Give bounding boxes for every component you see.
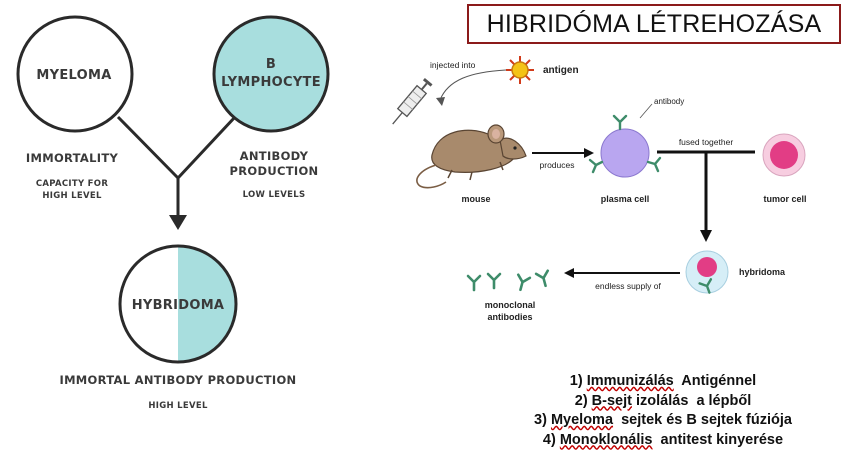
- antigen-label: antigen: [543, 65, 579, 76]
- myeloma-circle: [16, 15, 134, 133]
- monoclonal-label-2: antibodies: [487, 312, 532, 322]
- myeloma-label: MYELOMA: [36, 68, 111, 83]
- antibody-production-label-1: ANTIBODY: [240, 149, 309, 163]
- myeloma-connector: [116, 115, 180, 180]
- plasma-cell-antibodies: [588, 114, 662, 174]
- left-diagram: MYELOMA B LYMPHOCYTE IMMORTALITY CAPACIT…: [16, 15, 330, 411]
- antibody-pointer: [639, 103, 653, 119]
- injected-arrowhead: [436, 97, 445, 106]
- hybridoma-teal-half: [178, 246, 236, 362]
- injected-into-label: injected into: [430, 60, 476, 70]
- low-levels-label: LOW LEVELS: [243, 190, 306, 200]
- tumor-cell-label: tumor cell: [763, 194, 806, 204]
- produces-label: produces: [540, 160, 575, 170]
- monoclonal-label-1: monoclonal: [485, 300, 536, 310]
- steps-list: 1) Immunizálás Antigénnel 2) B-sejt izol…: [470, 372, 856, 450]
- endless-supply-arrowhead: [564, 268, 574, 278]
- high-level-label: HIGH LEVEL: [148, 401, 208, 411]
- hybridoma-cell-label: hybridoma: [739, 267, 786, 277]
- capacity-label-2: HIGH LEVEL: [42, 191, 102, 201]
- antibody-y-icon: [486, 272, 502, 290]
- title-box: HIBRIDÓMA LÉTREHOZÁSA: [467, 4, 841, 44]
- produces-arrowhead: [584, 148, 594, 158]
- step-4: 4) Monoklonális antitest kinyerése: [542, 431, 784, 448]
- endless-supply-label: endless supply of: [595, 281, 661, 291]
- antibody-y-icon: [534, 269, 550, 288]
- step-1: 1) Immunizálás Antigénnel: [569, 373, 757, 389]
- syringe-icon: [392, 77, 433, 125]
- hybridoma-label: HYBRIDOMA: [132, 298, 225, 313]
- antibody-production-label-2: PRODUCTION: [230, 164, 319, 178]
- immortal-production-label: IMMORTAL ANTIBODY PRODUCTION: [59, 373, 296, 387]
- step-2: 2) B-sejt izolálás a lépből: [574, 392, 752, 409]
- fusion-arrowhead: [700, 230, 712, 242]
- hybridoma-nucleus: [697, 257, 717, 277]
- hybridoma-antibody: [698, 278, 713, 294]
- mouse-icon: [416, 124, 527, 189]
- plasma-cell-label: plasma cell: [601, 194, 650, 204]
- fused-together-label: fused together: [679, 137, 734, 147]
- b-lymphocyte-label-2: LYMPHOCYTE: [221, 75, 321, 90]
- antibody-y-icon: [516, 273, 532, 292]
- step-3: 3) Myeloma sejtek és B sejtek fúziója: [534, 412, 792, 428]
- capacity-label-1: CAPACITY FOR: [36, 179, 108, 189]
- mouse-label: mouse: [461, 194, 490, 204]
- antibody-y-icon: [466, 274, 482, 292]
- immortality-label: IMMORTALITY: [26, 151, 119, 165]
- sun-antigen-icon: [506, 56, 534, 84]
- hybridoma-circle: [118, 244, 238, 364]
- injected-arrow: [439, 69, 507, 101]
- right-diagram: injected into antigen: [392, 56, 807, 322]
- down-arrowhead: [169, 215, 187, 230]
- plasma-cell: [600, 128, 650, 178]
- tumor-cell-nucleus: [770, 141, 798, 169]
- b-lymphocyte-circle: [212, 15, 330, 133]
- antibody-label: antibody: [654, 97, 684, 106]
- lymphocyte-connector: [176, 115, 237, 180]
- monoclonal-antibodies-icons: [466, 269, 550, 292]
- b-lymphocyte-label-1: B: [266, 57, 276, 72]
- page-title: HIBRIDÓMA LÉTREHOZÁSA: [486, 9, 822, 38]
